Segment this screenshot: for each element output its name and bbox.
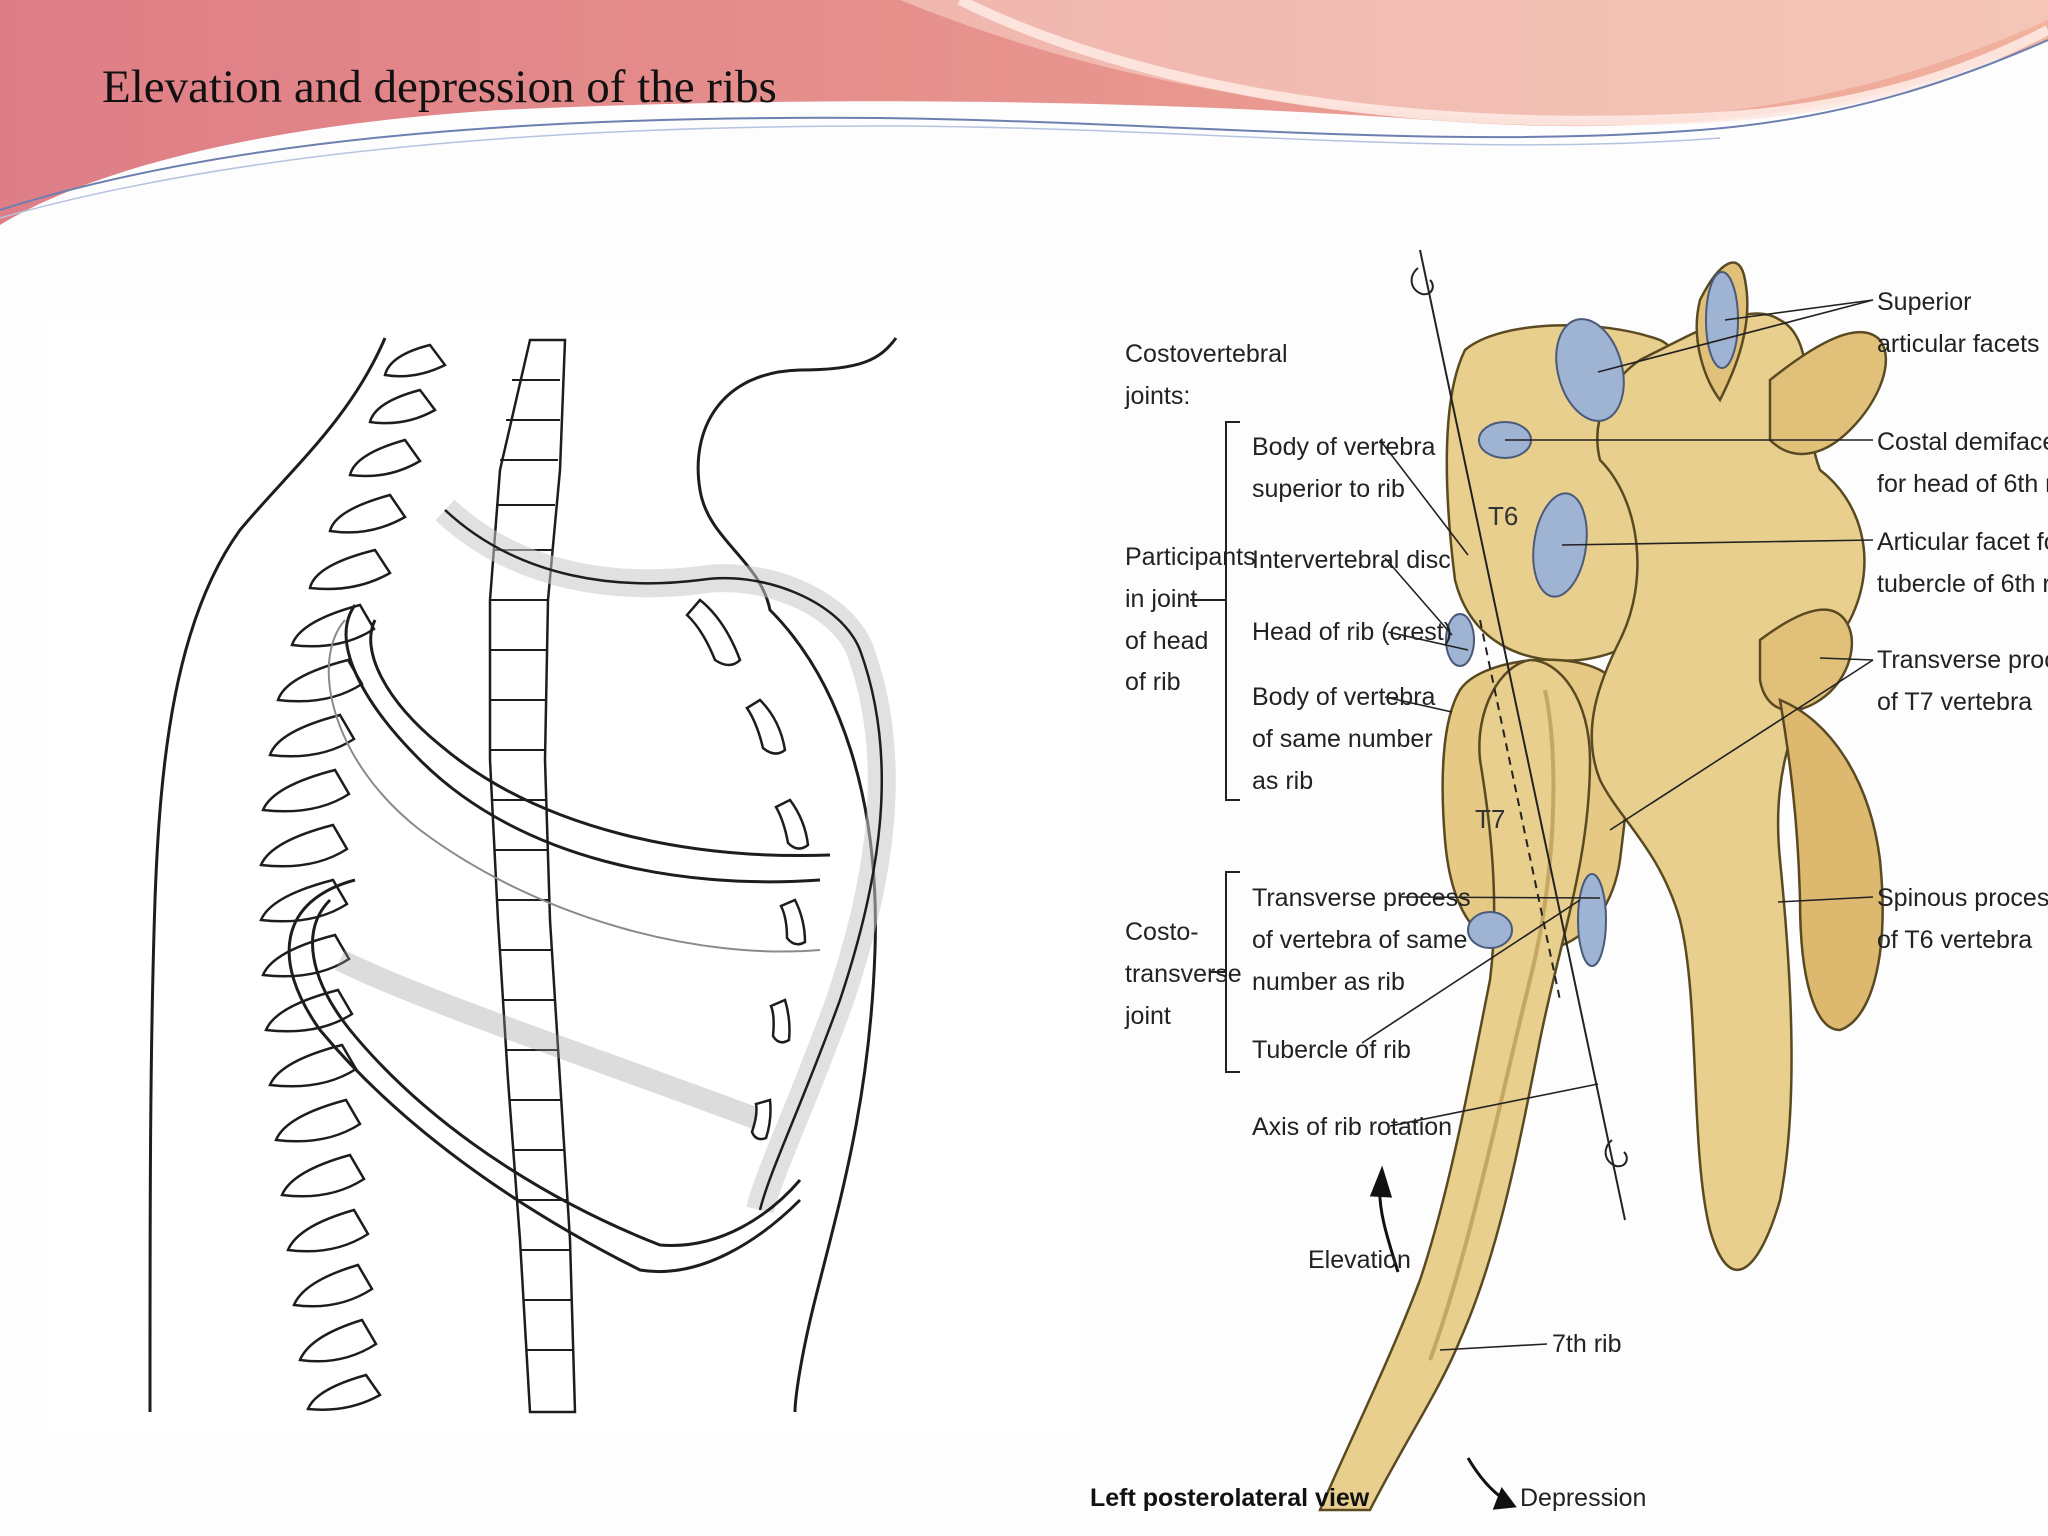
label-head-of-rib: Head of rib (crest) [1252, 618, 1452, 646]
label-7th-rib: 7th rib [1552, 1330, 1621, 1358]
vertebral-discs [490, 379, 574, 1351]
articular-facet-line-1: Articular facet for [1877, 528, 2048, 556]
tp-same-line-1: Transverse process [1252, 884, 1471, 912]
costotransverse-line-2: transverse [1125, 960, 1242, 988]
label-costal-demifacet: Costal demifacet for head of 6th rib [1877, 428, 2048, 498]
view-caption: Left posterolateral view [1090, 1484, 1370, 1512]
costotransverse-line-3: joint [1124, 1002, 1171, 1030]
body-superior-line-2: superior to rib [1252, 475, 1405, 503]
inferior-costal-facet-icon [1467, 911, 1513, 949]
axis-of-rib-rotation [1410, 249, 1628, 1221]
label-costovertebral-joints: Costovertebral joints: [1124, 340, 1288, 410]
label-intervertebral-disc: Intervertebral disc [1252, 546, 1451, 574]
tp-same-line-2: of vertebra of same [1252, 926, 1467, 954]
body-superior-line-1: Body of vertebra [1252, 433, 1436, 461]
transverse-costal-facet-icon [1532, 492, 1588, 598]
costovertebral-line-2: joints: [1124, 382, 1190, 410]
superior-facets-line-2: articular facets [1877, 330, 2040, 358]
header-wave [0, 0, 2048, 225]
tubercle-facet-icon [1577, 873, 1607, 967]
transverse-process-t7 [1758, 608, 1854, 712]
label-transverse-processes-t7: Transverse processes of T7 vertebra [1877, 646, 2048, 716]
rib-upper-shaded [435, 499, 896, 1214]
label-superior-articular-facets: Superior articular facets [1877, 288, 2040, 358]
body-outline [148, 337, 898, 1413]
label-articular-facet-tubercle: Articular facet for tubercle of 6th rib [1877, 528, 2048, 598]
leader-lines-right [1505, 299, 1874, 903]
tp-t7-line-2: of T7 vertebra [1877, 688, 2032, 716]
participants-line-3: of head [1125, 627, 1208, 655]
superior-articular-facet-left-icon [1555, 318, 1625, 422]
label-spinous-process: Spinous process of T6 vertebra [1877, 884, 2048, 954]
label-body-same: Body of vertebra of same number as rib [1252, 683, 1436, 795]
spinous-line-2: of T6 vertebra [1877, 926, 2032, 954]
label-transverse-process-same: Transverse process of vertebra of same n… [1252, 884, 1471, 996]
elevation-arrow [1369, 1165, 1400, 1273]
label-axis-of-rib-rotation: Axis of rib rotation [1252, 1113, 1452, 1141]
label-participants: Participants in joint of head of rib [1125, 543, 1256, 696]
label-costotransverse-joint: Costo- transverse joint [1124, 918, 1242, 1030]
spinous-process-t6 [1778, 698, 1884, 1032]
slide-title: Elevation and depression of the ribs [102, 61, 777, 113]
seventh-rib [1318, 658, 1592, 1512]
t7-label: T7 [1475, 804, 1505, 834]
tp-same-line-3: number as rib [1252, 968, 1405, 996]
articular-facet-line-2: tubercle of 6th rib [1877, 570, 2048, 598]
body-same-line-1: Body of vertebra [1252, 683, 1436, 711]
articular-facets [1445, 271, 1739, 967]
spinous-line-1: Spinous process [1877, 884, 2048, 912]
transverse-process-t6 [1768, 330, 1888, 456]
head-of-rib-facet-icon [1445, 613, 1475, 667]
label-tubercle-of-rib: Tubercle of rib [1252, 1036, 1411, 1064]
label-depression: Depression [1520, 1484, 1646, 1512]
depression-arrow [1466, 1457, 1517, 1510]
label-body-superior: Body of vertebra superior to rib [1252, 433, 1436, 503]
costal-cartilages [685, 598, 810, 1141]
t6-label: T6 [1488, 501, 1518, 531]
superior-articular-facet-right-icon [1705, 271, 1739, 369]
t6-lamina-and-spinous-process [1590, 312, 1866, 1271]
rib-lower-outline [287, 878, 802, 1273]
rib-middle-outline [327, 604, 831, 953]
leader-lines-left [1361, 439, 1601, 1351]
costovertebral-line-1: Costovertebral [1125, 340, 1288, 368]
tp-t7-line-1: Transverse processes [1877, 646, 2048, 674]
body-same-line-2: of same number [1252, 725, 1433, 753]
vertebrae-bones [1318, 261, 1888, 1512]
superior-facets-line-1: Superior [1877, 288, 1972, 316]
costal-demifacet-line-1: Costal demifacet [1877, 428, 2048, 456]
label-elevation: Elevation [1308, 1246, 1411, 1274]
bracket-costotransverse [1210, 871, 1240, 1073]
bracket-participants [1190, 421, 1240, 801]
costotransverse-line-1: Costo- [1125, 918, 1199, 946]
participants-line-4: of rib [1125, 668, 1181, 696]
participants-line-2: in joint [1125, 585, 1197, 613]
costal-demifacet-line-2: for head of 6th rib [1877, 470, 2048, 498]
participants-line-1: Participants [1125, 543, 1256, 571]
body-same-line-3: as rib [1252, 767, 1313, 795]
